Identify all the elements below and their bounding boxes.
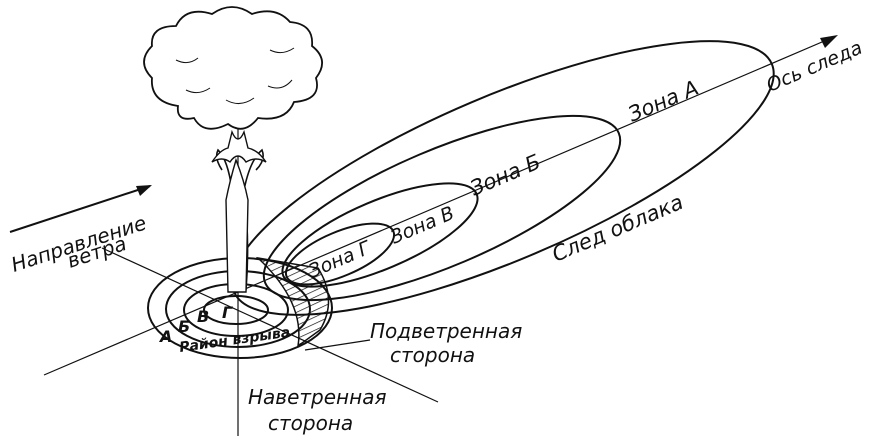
ring-b-label: Б (178, 317, 190, 336)
ring-v-label: В (197, 307, 209, 326)
ring-a-label: А (158, 327, 172, 346)
leeward-side-label-line1: Подветренная (370, 319, 522, 343)
trace-axis-arrow (43, 35, 838, 376)
wind-direction-arrow (9, 185, 152, 233)
ring-g-label: Г (222, 303, 233, 322)
windward-side-label-line1: Наветренная (248, 385, 386, 409)
zone-b-outline (262, 114, 622, 302)
zone-b-label: Зона Б (467, 150, 544, 201)
zone-g-label: Зона Г (305, 237, 374, 283)
leeward-leader (304, 339, 371, 351)
windward-side-label-line2: сторона (268, 411, 353, 435)
explosion-area-label: Район взрыва (178, 325, 291, 356)
mushroom-cloud-icon (143, 6, 323, 293)
wind-line (101, 247, 439, 403)
leeward-side-label-line2: сторона (390, 343, 475, 367)
zone-a-label: Зона А (625, 76, 702, 127)
zone-v-label: Зона В (387, 202, 457, 248)
cloud-trail-label: След облака (549, 190, 687, 267)
